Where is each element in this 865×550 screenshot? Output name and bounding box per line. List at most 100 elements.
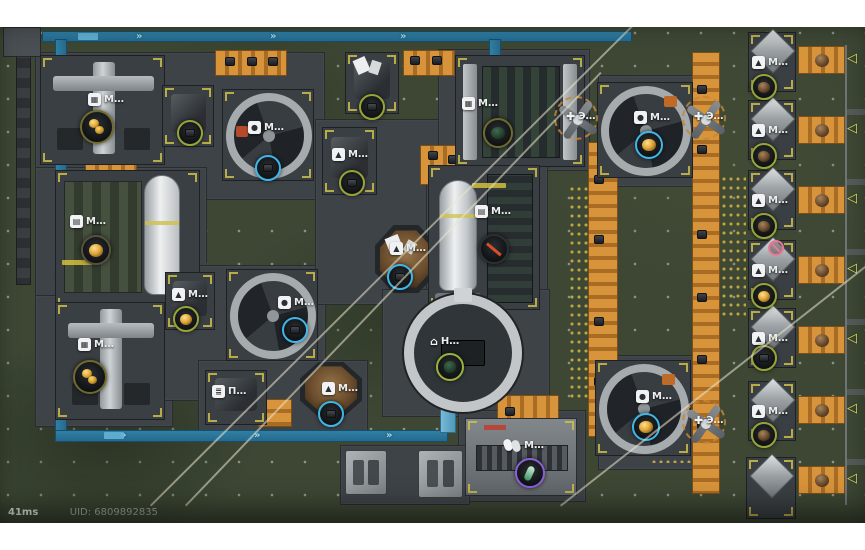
rail-track	[16, 27, 31, 285]
crusher-icon: ▲	[752, 332, 765, 345]
doc-icon: ≣	[212, 385, 225, 398]
machine-storage-b[interactable]	[418, 450, 463, 498]
turbine-icon: ✚	[566, 110, 576, 123]
machine-storage-a[interactable]	[345, 450, 387, 495]
crusher-icon: ▲	[752, 56, 765, 69]
chute-arrow-icon: ◁	[847, 121, 857, 136]
crusher-icon: ▲	[752, 405, 765, 418]
turbine-icon: ✚	[694, 110, 704, 123]
crusher-icon: ▲	[172, 288, 185, 301]
item-indicator	[751, 74, 777, 100]
machine-label: ▲М…	[752, 56, 788, 69]
machine-label: ▤М…	[70, 215, 106, 228]
belt-tag	[78, 33, 98, 40]
crusher-icon: ▲	[752, 264, 765, 277]
machine-label-text: М…	[478, 97, 498, 109]
factory-icon: ▦	[462, 97, 475, 110]
item-indicator	[318, 401, 344, 427]
conveyor-orange-stub[interactable]	[798, 116, 845, 144]
machine-label-text: М…	[94, 338, 114, 350]
gauge-needle	[486, 242, 502, 256]
ore-item	[815, 194, 829, 207]
centrifuge-drum	[230, 273, 316, 359]
gold-item	[179, 313, 193, 325]
ore-item	[757, 220, 771, 232]
machine-label: ▦М…	[78, 338, 114, 351]
belt-chevron-icon: »	[254, 430, 261, 441]
status-frametime: 41ms	[8, 507, 39, 518]
machine-label: ≣П…	[212, 385, 246, 398]
conveyor-orange-stub[interactable]	[798, 396, 845, 424]
conveyor-blue[interactable]	[42, 31, 632, 42]
chute-arrow-icon: ◁	[847, 331, 857, 346]
crate-item	[432, 56, 442, 65]
machine-label: ✚Э…	[566, 111, 596, 122]
machine-label-text: П…	[228, 385, 247, 397]
ore-item	[815, 54, 829, 67]
machine-assembler-c[interactable]	[55, 302, 165, 420]
ore-item	[815, 404, 829, 417]
conveyor-orange-stub[interactable]	[798, 326, 845, 354]
machine-label-text: Э…	[706, 110, 724, 122]
ore-item	[757, 81, 771, 93]
item-indicator	[751, 422, 777, 448]
machine-label-text: Э…	[578, 110, 596, 122]
machine-label: ▲М…	[752, 194, 788, 207]
factory-icon: ▦	[88, 93, 101, 106]
machine-label-text: М…	[294, 296, 314, 308]
crusher-cone	[749, 453, 795, 499]
conveyor-orange-stub[interactable]	[798, 256, 845, 284]
chute-arrow-icon: ◁	[847, 51, 857, 66]
turbine-hub	[700, 114, 712, 126]
item-indicator	[632, 413, 660, 441]
machine-label-text: М…	[86, 215, 106, 227]
crate-item	[325, 409, 337, 419]
machine-beacon-pad[interactable]	[404, 288, 526, 416]
crate-item	[697, 145, 707, 154]
machine-label-text: М…	[264, 121, 284, 133]
conveyor-orange-stub[interactable]	[798, 186, 845, 214]
item-indicator	[81, 235, 111, 265]
ore-item	[815, 264, 829, 277]
belt-chevron-icon: »	[386, 430, 393, 441]
gold-item	[95, 125, 105, 134]
machine-label: ▲М…	[390, 242, 426, 255]
item-indicator	[282, 317, 308, 343]
machine-label: ▲М…	[172, 288, 208, 301]
crate-item	[262, 163, 274, 173]
machine-label: ▲М…	[752, 124, 788, 137]
item-indicator	[751, 143, 777, 169]
machine-label-text: М…	[406, 242, 426, 254]
heat-wedge	[236, 126, 248, 138]
machine-centrifuge-d[interactable]	[595, 360, 691, 456]
vent-slot	[426, 460, 438, 487]
rocket-band	[440, 213, 476, 218]
mixer-icon: ●	[634, 111, 647, 124]
machine-turbine-b[interactable]	[682, 96, 728, 142]
belt-chevron-icon: »	[270, 31, 277, 42]
status-uid: UID: 6809892835	[69, 507, 158, 518]
machine-label-text: М…	[524, 439, 544, 451]
machine-label-text: М…	[768, 194, 788, 206]
game-viewport: 41ms UID: 6809892835 »»»»»»»◁◁◁◁◁◁◁▦М…●М…	[0, 27, 865, 523]
machine-label: ●М…	[248, 121, 284, 134]
ore-item	[815, 124, 829, 137]
crusher-icon: ▲	[332, 148, 345, 161]
conveyor-orange-stub[interactable]	[798, 466, 845, 494]
machine-arm	[53, 76, 154, 91]
crate-item	[366, 102, 378, 112]
gold-item	[642, 139, 656, 151]
item-indicator	[173, 306, 199, 332]
conveyor-orange-stub[interactable]	[798, 46, 845, 74]
item-indicator	[479, 234, 509, 264]
machine-centrifuge-c[interactable]	[226, 269, 318, 361]
mixer-icon: ●	[278, 296, 291, 309]
machine-slot	[124, 128, 150, 150]
machine-crusher-7[interactable]	[746, 453, 796, 519]
item-indicator	[387, 264, 413, 290]
rocket-body	[439, 180, 477, 291]
machine-label: ▲М…	[332, 148, 368, 161]
machine-centrifuge-b[interactable]	[597, 82, 693, 178]
belt-tag	[104, 432, 124, 439]
crate-item	[697, 230, 707, 239]
